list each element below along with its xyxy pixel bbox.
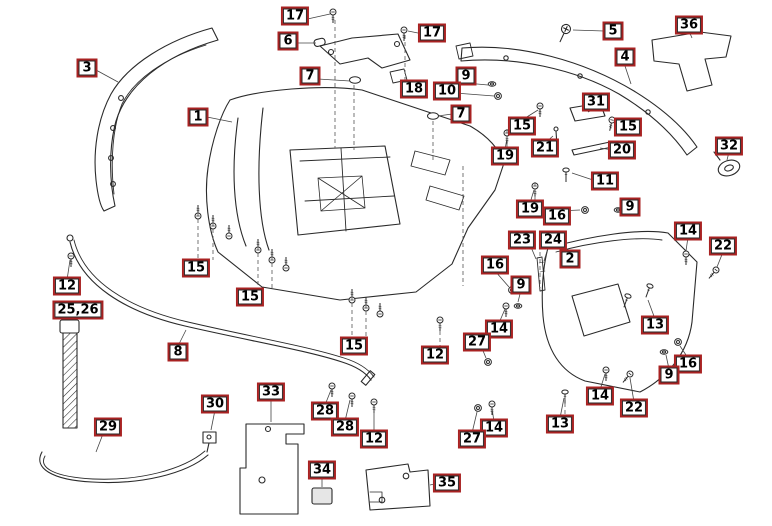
bolt-icon bbox=[642, 282, 655, 299]
washer-icon bbox=[513, 303, 523, 309]
callout-27[interactable]: 27 bbox=[457, 429, 487, 449]
callout-27[interactable]: 27 bbox=[462, 332, 492, 352]
callout-11[interactable]: 11 bbox=[590, 171, 620, 191]
callout-7[interactable]: 7 bbox=[299, 66, 321, 86]
part-5-screw bbox=[559, 23, 572, 43]
callout-20[interactable]: 20 bbox=[607, 140, 637, 160]
callout-15[interactable]: 15 bbox=[235, 287, 265, 307]
screw-icon bbox=[376, 302, 384, 318]
screw-icon bbox=[282, 256, 290, 272]
callout-15[interactable]: 15 bbox=[507, 116, 537, 136]
callout-15[interactable]: 15 bbox=[339, 336, 369, 356]
callout-7[interactable]: 7 bbox=[450, 104, 472, 124]
callout-16[interactable]: 16 bbox=[673, 354, 703, 374]
callout-15[interactable]: 15 bbox=[613, 117, 643, 137]
part-2-side-panel bbox=[541, 230, 698, 393]
part-36-plate bbox=[651, 31, 732, 92]
callout-24[interactable]: 24 bbox=[538, 230, 568, 250]
callout-2[interactable]: 2 bbox=[559, 249, 581, 269]
callout-29[interactable]: 29 bbox=[93, 417, 123, 437]
part-30-clamp bbox=[202, 431, 217, 453]
callout-10[interactable]: 10 bbox=[432, 81, 462, 101]
callout-35[interactable]: 35 bbox=[432, 473, 462, 493]
fasteners-layer bbox=[67, 8, 721, 416]
screw-icon bbox=[400, 26, 408, 42]
callout-9[interactable]: 9 bbox=[510, 275, 532, 295]
callout-6[interactable]: 6 bbox=[277, 31, 299, 51]
callout-31[interactable]: 31 bbox=[581, 92, 611, 112]
callout-19[interactable]: 19 bbox=[490, 146, 520, 166]
part-29-cable bbox=[39, 450, 209, 484]
callout-4[interactable]: 4 bbox=[614, 47, 636, 67]
nut-icon bbox=[474, 404, 482, 412]
nut-icon bbox=[581, 206, 589, 214]
callout-9[interactable]: 9 bbox=[619, 197, 641, 217]
part-20-rod bbox=[571, 141, 613, 156]
callout-12[interactable]: 12 bbox=[359, 429, 389, 449]
callout-13[interactable]: 13 bbox=[640, 315, 670, 335]
screw-icon bbox=[682, 250, 690, 266]
callout-28[interactable]: 28 bbox=[330, 417, 360, 437]
washer-icon bbox=[487, 81, 497, 87]
construction-lines bbox=[197, 20, 566, 416]
grommet-icon bbox=[427, 112, 439, 120]
callout-32[interactable]: 32 bbox=[714, 136, 744, 156]
nut-icon bbox=[484, 358, 492, 366]
part-35-bracket bbox=[365, 463, 431, 511]
callout-22[interactable]: 22 bbox=[708, 236, 738, 256]
part-1-front-body-panel bbox=[205, 87, 505, 301]
part-25-26-strip bbox=[59, 319, 80, 429]
callout-14[interactable]: 14 bbox=[673, 221, 703, 241]
callout-8[interactable]: 8 bbox=[167, 342, 189, 362]
callout-16[interactable]: 16 bbox=[542, 206, 572, 226]
part-4-trim-rail bbox=[455, 42, 698, 156]
callout-12[interactable]: 12 bbox=[52, 276, 82, 296]
part-3-fender-flare bbox=[94, 27, 219, 212]
callout-9[interactable]: 9 bbox=[658, 365, 680, 385]
grommet-icon bbox=[349, 76, 361, 84]
callout-16[interactable]: 16 bbox=[480, 255, 510, 275]
callout-5[interactable]: 5 bbox=[602, 21, 624, 41]
screw-icon bbox=[502, 302, 510, 318]
screw-icon bbox=[620, 369, 635, 385]
part-8-cable bbox=[66, 234, 376, 386]
callout-3[interactable]: 3 bbox=[76, 58, 98, 78]
screw-icon bbox=[602, 366, 610, 382]
callout-18[interactable]: 18 bbox=[399, 79, 429, 99]
callout-33[interactable]: 33 bbox=[256, 382, 286, 402]
callout-22[interactable]: 22 bbox=[619, 398, 649, 418]
callout-9[interactable]: 9 bbox=[455, 66, 477, 86]
callout-14[interactable]: 14 bbox=[479, 418, 509, 438]
callout-17[interactable]: 17 bbox=[280, 6, 310, 26]
screw-icon bbox=[225, 224, 233, 240]
nut-icon bbox=[494, 92, 502, 100]
nut-icon bbox=[674, 338, 682, 346]
callout-14[interactable]: 14 bbox=[484, 319, 514, 339]
bolt-icon bbox=[620, 292, 633, 309]
callout-12[interactable]: 12 bbox=[420, 345, 450, 365]
callout-1[interactable]: 1 bbox=[187, 107, 209, 127]
part-23-24-hinge-pin bbox=[536, 256, 546, 292]
callout-17[interactable]: 17 bbox=[417, 23, 447, 43]
callout-15[interactable]: 15 bbox=[181, 258, 211, 278]
callout-25-26[interactable]: 25,26 bbox=[52, 300, 104, 320]
callout-34[interactable]: 34 bbox=[307, 460, 337, 480]
part-6-top-bracket bbox=[313, 33, 411, 84]
washer-icon bbox=[659, 349, 669, 355]
bolt-icon bbox=[562, 167, 570, 183]
callout-30[interactable]: 30 bbox=[200, 394, 230, 414]
callout-36[interactable]: 36 bbox=[674, 15, 704, 35]
callout-19[interactable]: 19 bbox=[515, 199, 545, 219]
screw-icon bbox=[706, 265, 721, 281]
callout-28[interactable]: 28 bbox=[310, 401, 340, 421]
callout-13[interactable]: 13 bbox=[545, 414, 575, 434]
part-33-bracket bbox=[239, 423, 305, 515]
screw-icon bbox=[328, 382, 336, 398]
part-34-pad bbox=[311, 487, 333, 505]
callout-23[interactable]: 23 bbox=[507, 230, 537, 250]
callout-14[interactable]: 14 bbox=[585, 386, 615, 406]
callout-21[interactable]: 21 bbox=[530, 138, 560, 158]
